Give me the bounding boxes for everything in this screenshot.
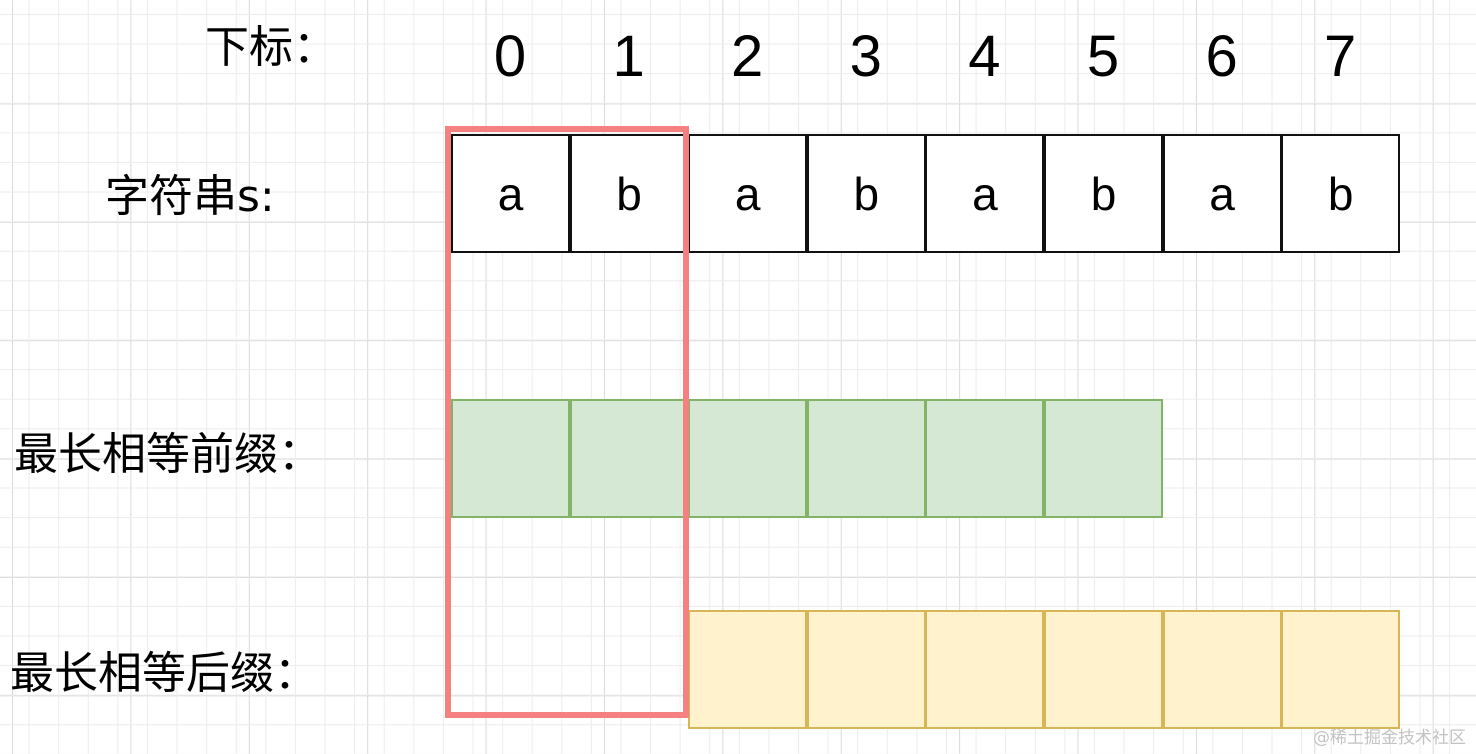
- index-number: 1: [612, 24, 645, 89]
- suffix-cell: [925, 610, 1045, 729]
- index-row-label: 下标：: [205, 22, 337, 73]
- prefix-cell: [688, 399, 808, 518]
- string-char-cell: a: [1162, 134, 1282, 253]
- suffix-cell: [806, 610, 926, 729]
- suffix-cell: [1044, 610, 1163, 729]
- index-number: 4: [968, 24, 1001, 89]
- index-number: 6: [1205, 24, 1238, 89]
- string-char-cell: a: [925, 134, 1045, 253]
- suffix-row-label: 最长相等后缀：: [10, 648, 318, 699]
- prefix-cell: [925, 399, 1045, 518]
- string-row-label: 字符串s:: [105, 171, 275, 222]
- string-char-cell: b: [806, 134, 926, 253]
- index-number: 0: [493, 24, 527, 89]
- index-number: 3: [849, 24, 882, 89]
- prefix-cell: [569, 399, 689, 518]
- string-char-cell: a: [688, 134, 808, 253]
- string-char-cell: b: [1044, 134, 1163, 253]
- prefix-cell: [451, 399, 570, 518]
- string-char-cell: b: [569, 134, 689, 253]
- prefix-cell: [806, 399, 926, 518]
- suffix-cell: [688, 610, 808, 729]
- prefix-cell: [1044, 399, 1163, 518]
- index-number: 2: [731, 24, 764, 89]
- prefix-row-label: 最长相等前缀：: [14, 429, 322, 480]
- suffix-cell: [1281, 610, 1401, 729]
- index-number: 5: [1086, 24, 1120, 89]
- watermark: @稀土掘金技术社区: [1313, 728, 1466, 748]
- suffix-cell: [1162, 610, 1282, 729]
- string-char-cell: b: [1281, 134, 1401, 253]
- string-char-cell: a: [451, 134, 570, 253]
- index-number: 7: [1324, 24, 1357, 89]
